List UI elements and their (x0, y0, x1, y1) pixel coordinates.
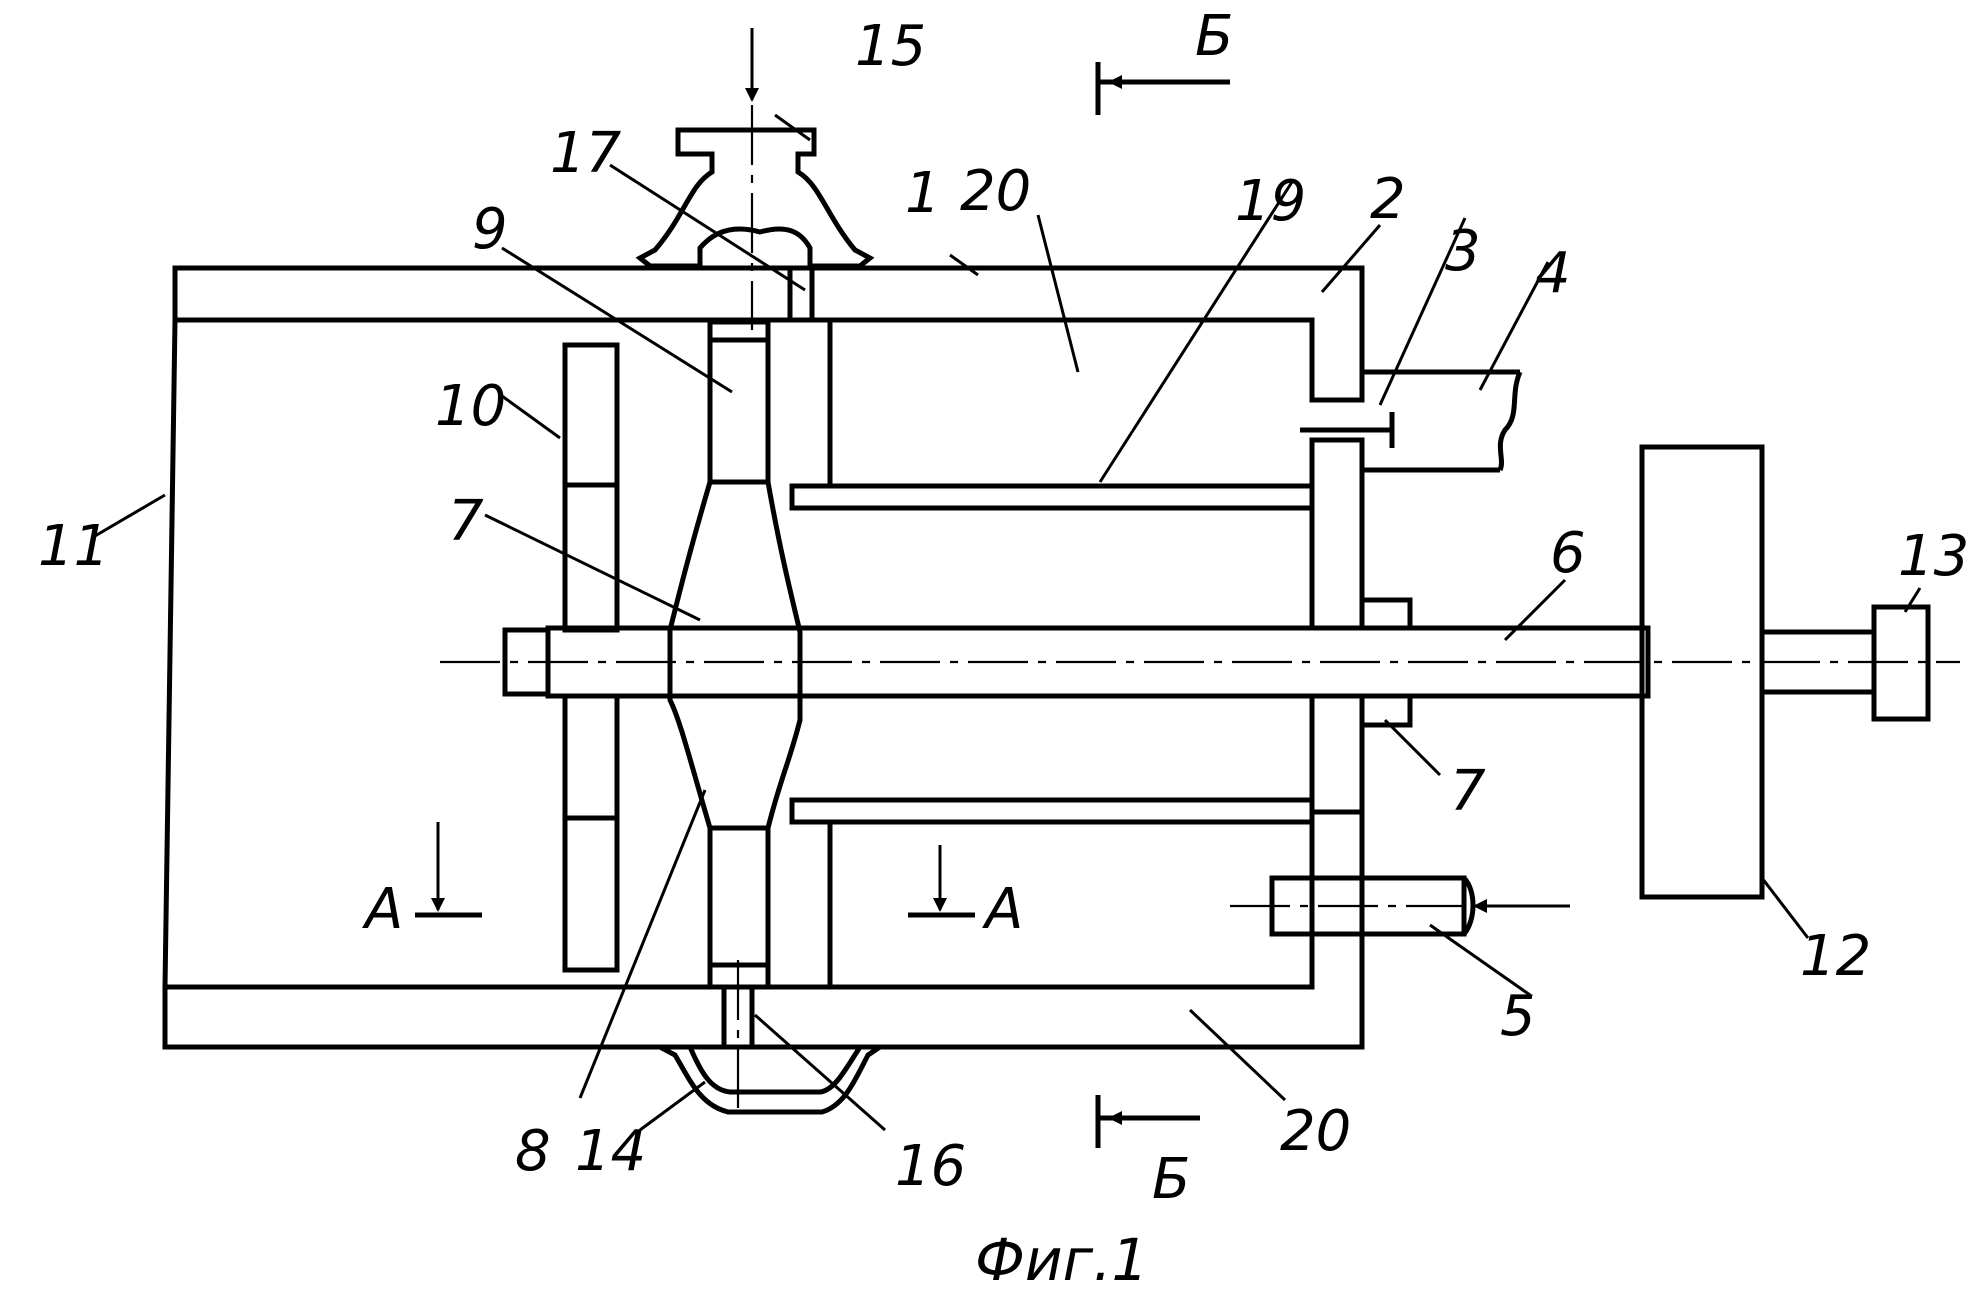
label-4: 4 (1535, 241, 1571, 306)
shaft (440, 600, 1960, 725)
label-7-right: 7 (1450, 759, 1486, 824)
label-15: 15 (855, 14, 926, 79)
section-letters: Б Б A A (362, 4, 1233, 1212)
label-17: 17 (550, 121, 622, 186)
section-b-bottom: Б (1152, 1147, 1190, 1212)
outlet-pipe (1300, 372, 1520, 470)
section-a-right: A (982, 877, 1023, 942)
label-12: 12 (1800, 924, 1871, 989)
figure-caption: Фиг.1 (975, 1226, 1148, 1294)
label-16: 16 (895, 1134, 966, 1199)
inlet-pipe (1230, 878, 1570, 934)
part-labels: 15 17 9 1 20 19 2 3 4 10 7 11 6 13 7 5 1… (38, 14, 1969, 1199)
label-20-bottom: 20 (1280, 1099, 1351, 1164)
label-9: 9 (472, 197, 508, 262)
pulley (1642, 447, 1928, 897)
front-plate (565, 345, 617, 970)
open-end-line (165, 320, 175, 987)
label-19: 19 (1235, 169, 1306, 234)
label-14: 14 (575, 1119, 646, 1184)
label-10: 10 (435, 374, 506, 439)
label-1: 1 (905, 161, 941, 226)
label-6: 6 (1550, 521, 1586, 586)
label-2: 2 (1370, 167, 1406, 232)
label-3: 3 (1445, 219, 1481, 284)
section-a-left: A (362, 877, 403, 942)
label-20-top: 20 (960, 159, 1031, 224)
sleeve (792, 486, 1312, 822)
label-11: 11 (38, 514, 109, 579)
section-b-top: Б (1195, 4, 1233, 69)
label-7-left: 7 (448, 489, 484, 554)
label-13: 13 (1898, 524, 1969, 589)
housing (165, 268, 1362, 1047)
label-8: 8 (515, 1119, 551, 1184)
top-fitting (640, 28, 870, 330)
label-5: 5 (1500, 984, 1536, 1049)
rotor (670, 320, 830, 987)
